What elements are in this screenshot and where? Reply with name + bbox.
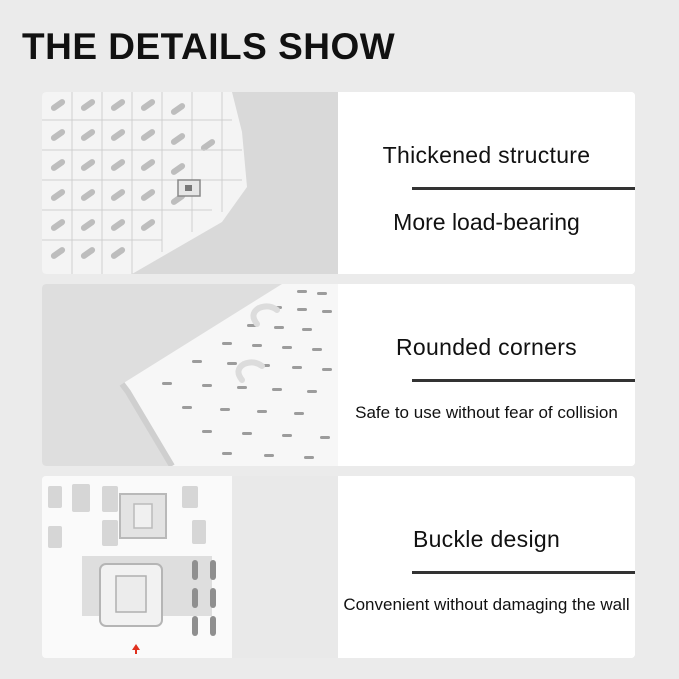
feature-heading: Buckle design [412,526,561,552]
pegboard-rounded-image [42,284,338,466]
pegboard-buckle-illustration [42,476,338,658]
feature-heading: Rounded corners [396,334,577,360]
pegboard-corner-image [42,92,338,274]
divider-line [412,187,635,190]
feature-text-buckle: Buckle design Convenient without damagin… [338,476,635,658]
pegboard-rounded-illustration [42,284,338,466]
feature-panel-thickened: Thickened structure More load-bearing [42,92,635,274]
feature-subheading: More load-bearing [393,209,580,235]
divider-line [412,571,635,574]
feature-panel-rounded: Rounded corners Safe to use without fear… [42,284,635,466]
feature-panel-buckle: Buckle design Convenient without damagin… [42,476,635,658]
feature-subheading: Convenient without damaging the wall [343,595,630,614]
divider-line [412,379,635,382]
page-title: THE DETAILS SHOW [22,26,396,67]
red-arrow-icon [132,644,140,654]
feature-heading: Thickened structure [382,142,591,168]
pegboard-corner-illustration [42,92,338,274]
pegboard-buckle-image [42,476,338,658]
feature-text-thickened: Thickened structure More load-bearing [338,92,635,274]
feature-text-rounded: Rounded corners Safe to use without fear… [338,284,635,466]
feature-subheading: Safe to use without fear of collision [355,403,618,422]
